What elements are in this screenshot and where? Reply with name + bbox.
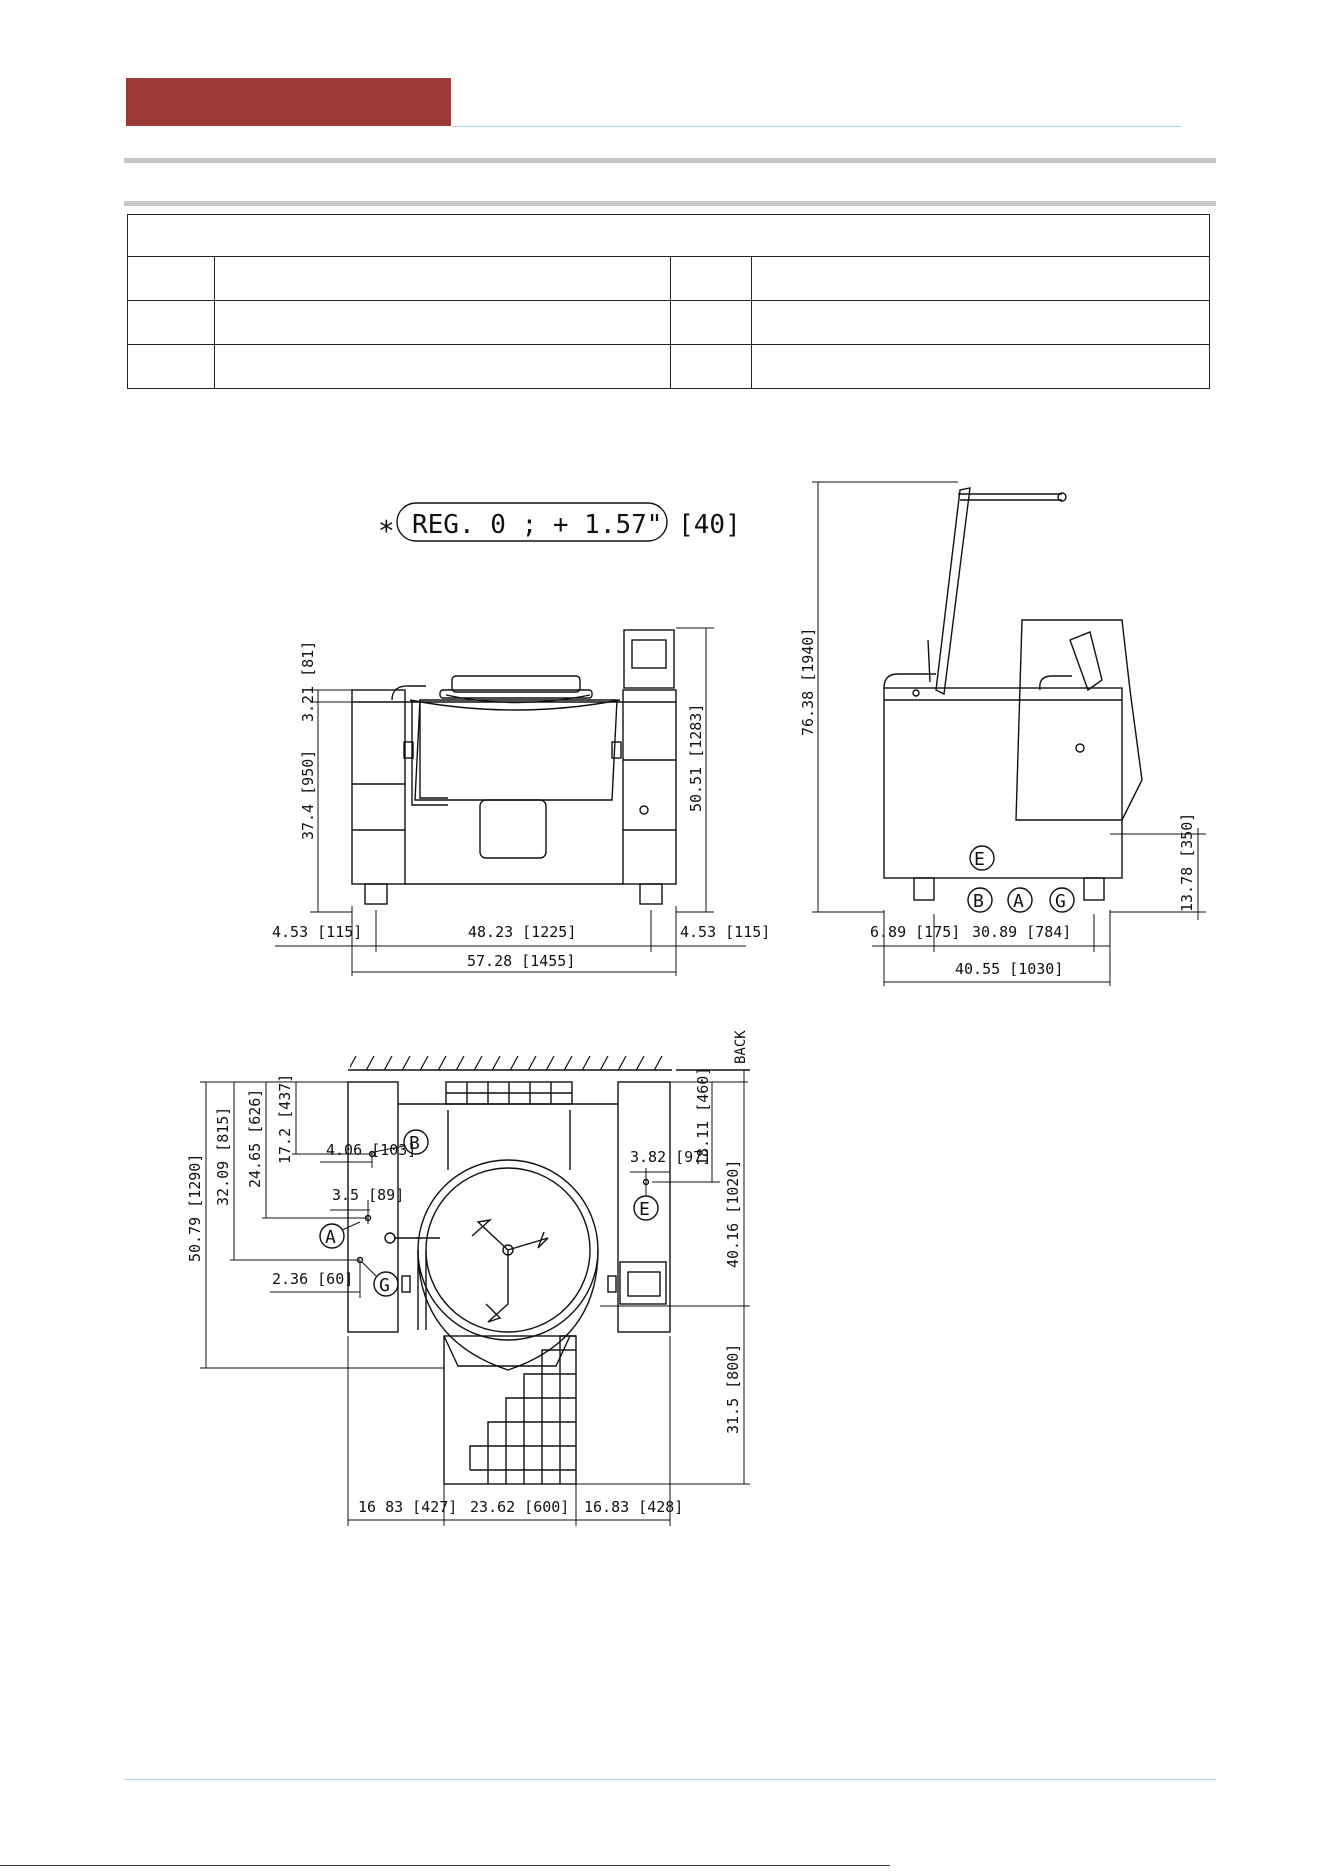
foot xyxy=(913,877,935,901)
conn-a-label-plan: A xyxy=(325,1227,336,1248)
control-panel xyxy=(623,629,675,689)
conn-e-label-plan: E xyxy=(639,1199,650,1220)
dim-top-front-clear: 31.5 [800] xyxy=(724,1344,742,1434)
dim-top-b-offset: 4.06 [103] xyxy=(326,1141,416,1159)
dim-top-g-depth: 32.09 [815] xyxy=(214,1107,232,1206)
dim-front-height-top: 3.21 [81] xyxy=(299,641,317,722)
dim-top-bottom-left: 16 83 [427] xyxy=(358,1498,457,1516)
dim-front-right: 4.53 [115] xyxy=(680,923,770,941)
front-view: ∗ REG. 0 ; + 1.57" [40] xyxy=(272,502,770,976)
right-cabinet xyxy=(622,689,677,885)
dim-top-bottom-right: 16.83 [428] xyxy=(584,1498,683,1516)
conn-b-marker xyxy=(967,887,993,913)
conn-g-label-plan: G xyxy=(379,1275,390,1296)
conn-a-label: A xyxy=(1013,891,1024,912)
dim-top-total-depth: 50.79 [1290] xyxy=(186,1154,204,1262)
kettle-drain xyxy=(479,799,547,859)
conn-b-label-plan: B xyxy=(409,1133,420,1154)
conn-b-label: B xyxy=(973,891,984,912)
access-zone xyxy=(443,1335,577,1485)
note-symbol: ∗ xyxy=(378,509,395,542)
spec-table-row xyxy=(128,300,1209,344)
spec-table xyxy=(127,214,1210,389)
right-cabinet-plan xyxy=(617,1081,671,1333)
foot xyxy=(364,883,388,905)
back-label: BACK xyxy=(733,1030,749,1064)
foot xyxy=(1083,877,1105,901)
conn-g-marker-plan xyxy=(373,1271,399,1297)
dim-side-height-total: 76.38 [1940] xyxy=(799,628,817,736)
dim-top-g-offset: 2.36 [60] xyxy=(272,1270,353,1288)
dim-side-conn-span: 30.89 [784] xyxy=(972,923,1071,941)
conn-e-label: E xyxy=(974,849,985,870)
section-divider-top xyxy=(124,158,1216,163)
dim-top-bottom-center: 23.62 [600] xyxy=(470,1498,569,1516)
section-divider-bottom xyxy=(124,201,1216,206)
dim-front-total-width: 57.28 [1455] xyxy=(467,952,575,970)
left-cabinet-plan xyxy=(347,1081,399,1333)
dim-top-right-depth: 40.16 [1020] xyxy=(724,1160,742,1268)
spec-table-row xyxy=(128,344,1209,388)
control-panel-plan xyxy=(619,1261,667,1305)
footer-rule xyxy=(124,1779,1216,1780)
dim-top-b-depth: 17.2 [437] xyxy=(276,1074,294,1164)
dim-side-depth: 40.55 [1030] xyxy=(955,960,1063,978)
spec-table-row xyxy=(128,256,1209,300)
dim-front-height-total: 50.51 [1283] xyxy=(687,704,705,812)
adjust-note: ∗ REG. 0 ; + 1.57" [40] xyxy=(378,502,741,542)
foot xyxy=(639,883,663,905)
dim-front-left: 4.53 [115] xyxy=(272,923,362,941)
note-text: REG. 0 ; + 1.57" [40] xyxy=(412,510,741,540)
dim-side-offset: 6.89 [175] xyxy=(870,923,960,941)
dim-front-center: 48.23 [1225] xyxy=(468,923,576,941)
side-body xyxy=(883,687,1123,879)
conn-a-marker-plan xyxy=(319,1223,345,1249)
dim-side-height-conn: 13.78 [350] xyxy=(1178,813,1196,912)
conn-b-marker-plan xyxy=(403,1129,429,1155)
raised-lid xyxy=(935,487,971,696)
dim-front-height-body: 37.4 [950] xyxy=(299,750,317,840)
left-cabinet xyxy=(351,689,406,885)
footer-line xyxy=(0,1865,890,1866)
dim-top-e-offset: 3.82 [97] xyxy=(630,1148,711,1166)
side-view: E B A G 76.38 [1940] 13.78 [350] 6.89 [1… xyxy=(799,481,1206,986)
top-view: BACK xyxy=(186,1030,750,1526)
brand-bar xyxy=(126,78,451,126)
conn-e-marker xyxy=(969,845,995,871)
conn-g-marker xyxy=(1049,887,1075,913)
side-column xyxy=(1015,619,1143,821)
dim-top-e-depth: 18.11 [460] xyxy=(694,1067,712,1166)
conn-a-marker xyxy=(1007,887,1033,913)
conn-g-label: G xyxy=(1055,891,1066,912)
dim-top-a-offset: 3.5 [89] xyxy=(332,1186,404,1204)
dim-top-a-depth: 24.65 [626] xyxy=(246,1089,264,1188)
kettle-body xyxy=(414,699,618,801)
header-rule xyxy=(451,126,1181,127)
